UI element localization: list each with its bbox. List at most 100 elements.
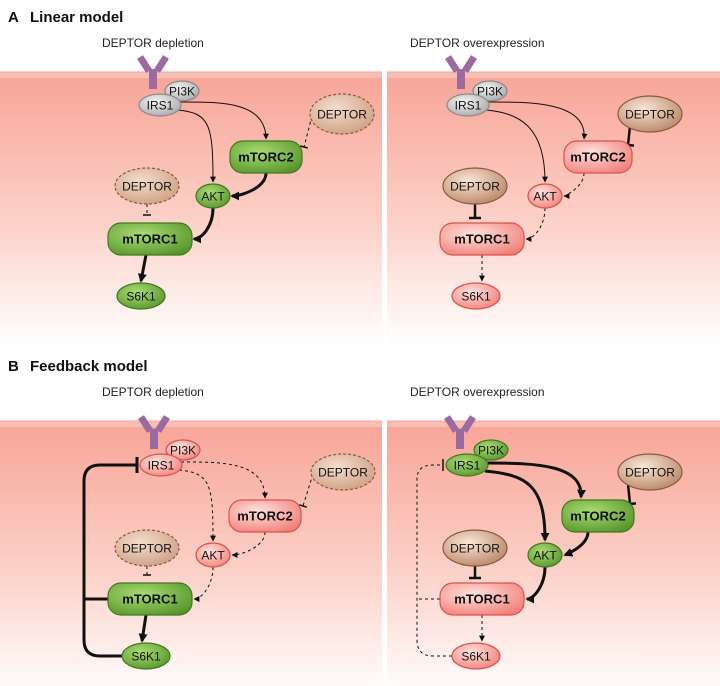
- receptor-arm-right: [461, 415, 476, 433]
- akt-to-mtorc1-arrow: [192, 207, 215, 244]
- node-mtorc2: mTORC2: [229, 140, 303, 174]
- mtorc2-shape: [228, 499, 302, 533]
- mtorc2-to-akt-arrow: [563, 531, 590, 557]
- receptor-stem: [457, 69, 465, 89]
- receptor-arm-right: [462, 55, 477, 73]
- node-deptor-top: DEPTOR: [309, 93, 375, 135]
- panel-title: DEPTOR overexpression: [410, 385, 545, 399]
- node-irs1: IRS1: [446, 93, 490, 117]
- s6k1-label: S6K1: [461, 290, 491, 304]
- panel-title: DEPTOR depletion: [102, 385, 204, 399]
- s6k1-label: S6K1: [131, 650, 161, 664]
- node-deptor-mid: DEPTOR: [442, 529, 508, 567]
- irs1-to-akt-arrow: [484, 469, 550, 542]
- deptor-top-shape: [617, 453, 683, 491]
- mtorc2-shape: [563, 140, 633, 174]
- section-b-letter: B: [8, 358, 19, 375]
- deptor-mid-shape: [114, 167, 180, 205]
- mtorc1-label: mTORC1: [454, 592, 509, 607]
- deptor-mid-shape: [442, 529, 508, 567]
- node-mtorc2: mTORC2: [563, 140, 633, 174]
- deptor-mid-label: DEPTOR: [450, 180, 500, 194]
- cell-membrane: [387, 421, 720, 427]
- mtorc2-label: mTORC2: [238, 150, 293, 165]
- deptor-top-label: DEPTOR: [318, 466, 368, 480]
- deptor-mid-label: DEPTOR: [122, 180, 172, 194]
- panel-title: DEPTOR overexpression: [410, 36, 545, 50]
- pi3k-label: PI3K: [170, 444, 196, 458]
- pi3k-label: PI3K: [169, 85, 195, 99]
- mtorc2-shape: [229, 140, 303, 174]
- section-a-title: A Linear model: [8, 9, 123, 26]
- s6k1-label: S6K1: [461, 650, 491, 664]
- mtorc1-shape: [439, 582, 525, 616]
- node-pi3k: PI3K: [473, 439, 509, 461]
- receptor-icon: [138, 415, 170, 449]
- node-mtorc2: mTORC2: [228, 499, 302, 533]
- irs1-label: IRS1: [148, 459, 175, 473]
- irs1-to-akt-arrow: [485, 109, 548, 183]
- node-akt: AKT: [527, 542, 563, 568]
- irs1-to-mtorc2-arrow: [180, 461, 268, 499]
- cell-membrane: [387, 72, 720, 78]
- akt-shape: [527, 542, 563, 568]
- receptor-icon: [445, 55, 477, 89]
- panel-1: DEPTOR depletionPI3KIRS1DEPTORmTORC2DEPT…: [0, 36, 382, 346]
- node-deptor-mid: DEPTOR: [114, 529, 180, 567]
- deptor-inhibits-mtorc2: [626, 125, 632, 146]
- mtorc2-label: mTORC2: [570, 509, 625, 524]
- akt-shape: [527, 183, 563, 209]
- akt-to-mtorc1-arrow: [525, 566, 547, 604]
- irs1-shape: [138, 93, 182, 117]
- irs1-to-mtorc2-arrow: [486, 461, 586, 499]
- mtorc1-shape: [439, 222, 525, 256]
- receptor-icon: [444, 415, 476, 449]
- s6k1-shape: [116, 282, 166, 310]
- node-akt: AKT: [527, 183, 563, 209]
- receptor-arm-left: [138, 415, 153, 433]
- akt-label: AKT: [533, 549, 557, 563]
- irs1-to-akt-arrow: [178, 469, 216, 542]
- receptor-stem: [150, 429, 158, 449]
- deptor-mid-label: DEPTOR: [450, 542, 500, 556]
- section-b-name: Feedback model: [30, 358, 148, 375]
- node-s6k1: S6K1: [451, 642, 501, 670]
- edges: [137, 101, 313, 283]
- irs1-label: IRS1: [455, 99, 482, 113]
- irs1-to-mtorc2-arrow: [487, 101, 588, 140]
- deptor-top-shape: [309, 93, 375, 135]
- node-akt: AKT: [195, 183, 231, 209]
- edges: [82, 457, 314, 658]
- node-mtorc1: mTORC1: [439, 222, 525, 256]
- node-pi3k: PI3K: [165, 439, 201, 461]
- mtorc1-shape: [107, 222, 193, 256]
- deptor-mid-shape: [442, 167, 508, 205]
- panel-title: DEPTOR depletion: [102, 36, 204, 50]
- irs1-shape: [139, 453, 183, 477]
- mtorc1-shape: [107, 582, 193, 616]
- s6k1-shape: [451, 282, 501, 310]
- deptor-top-shape: [617, 95, 683, 133]
- node-deptor-top: DEPTOR: [310, 453, 376, 491]
- node-irs1: IRS1: [139, 453, 183, 477]
- mtorc2-to-akt-arrow: [230, 172, 268, 201]
- mtorc1-label: mTORC1: [454, 232, 509, 247]
- node-mtorc1: mTORC1: [107, 222, 193, 256]
- node-deptor-mid: DEPTOR: [114, 167, 180, 205]
- panels: DEPTOR depletionPI3KIRS1DEPTORmTORC2DEPT…: [0, 36, 720, 686]
- mtorc1-to-s6k1-arrow: [138, 614, 148, 643]
- receptor-arm-left: [444, 415, 459, 433]
- akt-label: AKT: [201, 190, 225, 204]
- deptor-top-shape: [310, 453, 376, 491]
- panel-2: DEPTOR overexpressionPI3KIRS1DEPTORmTORC…: [387, 36, 720, 346]
- node-deptor-top: DEPTOR: [617, 95, 683, 133]
- node-s6k1: S6K1: [121, 642, 171, 670]
- node-pi3k: PI3K: [164, 80, 200, 102]
- deptor-top-label: DEPTOR: [625, 466, 675, 480]
- mtorc2-label: mTORC2: [570, 150, 625, 165]
